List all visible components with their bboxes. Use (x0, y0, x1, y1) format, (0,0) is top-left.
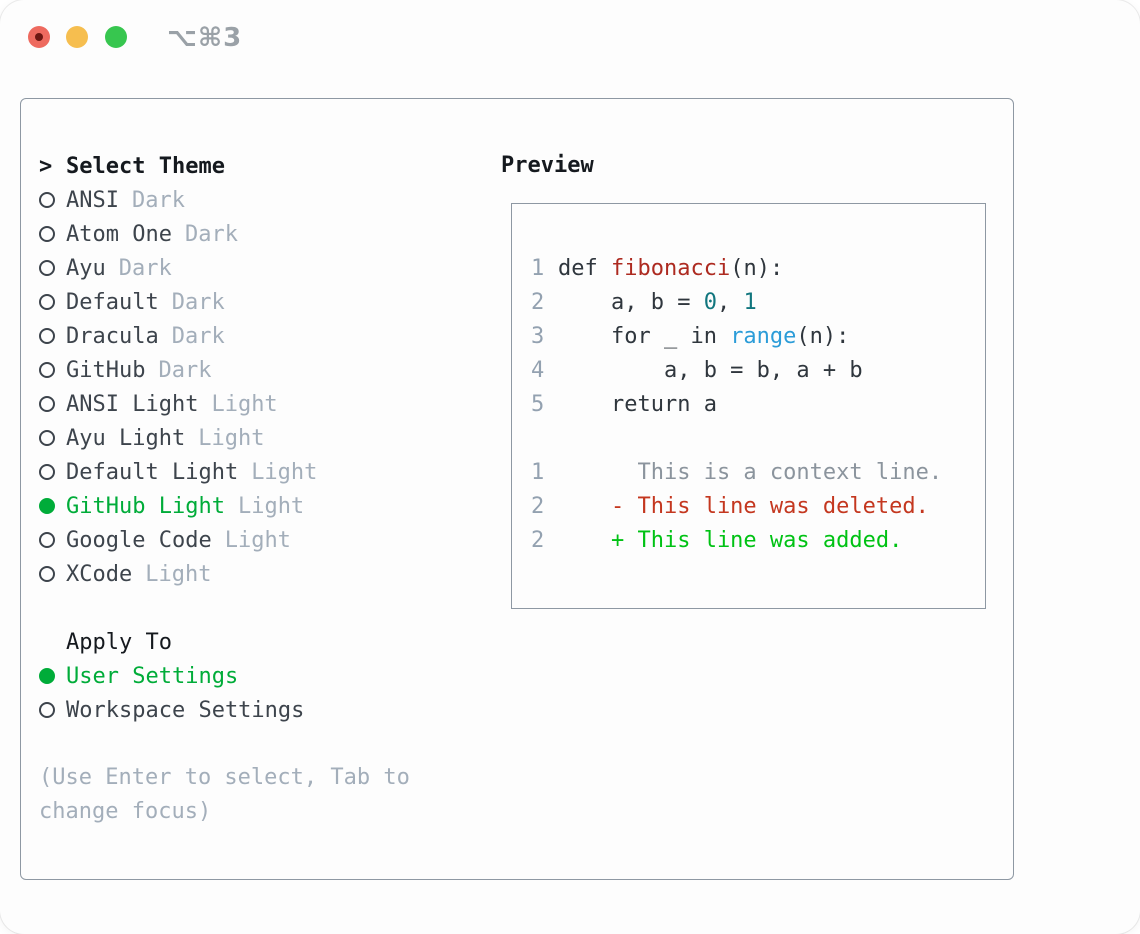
line-number: 2 (531, 290, 545, 315)
diff-added-line: 2 + This line was added. (531, 524, 985, 558)
radio-icon (39, 566, 55, 582)
line-number: 2 (531, 494, 545, 519)
theme-list-header: > Select Theme (39, 149, 479, 183)
line-number: 4 (531, 358, 545, 383)
line-number: 5 (531, 392, 545, 417)
theme-option-default-light[interactable]: Default Light Light (39, 455, 479, 489)
theme-variant-tag: Dark (171, 289, 225, 315)
theme-option-ayu-light[interactable]: Ayu Light Light (39, 421, 479, 455)
radio-icon (39, 702, 55, 718)
diff-context-line: 1 This is a context line. (531, 456, 985, 490)
radio-icon (39, 192, 55, 208)
radio-icon (39, 260, 55, 276)
zoom-button[interactable] (105, 26, 127, 48)
theme-variant-tag: Light (145, 561, 212, 587)
theme-variant-tag: Dark (184, 221, 238, 247)
radio-icon (39, 328, 55, 344)
line-number: 3 (531, 324, 545, 349)
theme-option-default-dark[interactable]: Default Dark (39, 285, 479, 319)
prompt-icon: > (39, 153, 53, 179)
theme-variant-tag: Light (251, 459, 318, 485)
theme-variant-tag: Dark (118, 255, 172, 281)
radio-selected-icon (39, 498, 55, 514)
theme-variant-tag: Dark (171, 323, 225, 349)
theme-variant-tag: Dark (131, 187, 185, 213)
radio-icon (39, 464, 55, 480)
theme-option-atom-one-dark[interactable]: Atom One Dark (39, 217, 479, 251)
apply-option-workspace-settings[interactable]: Workspace Settings (39, 693, 479, 727)
line-number: 1 (531, 256, 545, 281)
theme-option-dracula-dark[interactable]: Dracula Dark (39, 319, 479, 353)
theme-option-xcode-light[interactable]: XCode Light (39, 557, 479, 591)
line-number: 1 (531, 460, 545, 485)
apply-to-title: Apply To (66, 629, 172, 655)
theme-option-github-dark[interactable]: GitHub Dark (39, 353, 479, 387)
diff-deleted-line: 2 - This line was deleted. (531, 490, 985, 524)
theme-variant-tag: Light (211, 391, 278, 417)
minimize-button[interactable] (66, 26, 88, 48)
theme-option-ansi-light[interactable]: ANSI Light Light (39, 387, 479, 421)
line-number: 2 (531, 528, 545, 553)
theme-option-ayu-dark[interactable]: Ayu Dark (39, 251, 479, 285)
radio-icon (39, 226, 55, 242)
code-line: 5 return a (531, 388, 985, 422)
radio-icon (39, 362, 55, 378)
theme-option-github-light-selected[interactable]: GitHub Light Light (39, 489, 479, 523)
theme-variant-tag: Light (198, 425, 265, 451)
close-button[interactable] (28, 26, 50, 48)
close-icon (35, 33, 43, 41)
theme-option-ansi-dark[interactable]: ANSI Dark (39, 183, 479, 217)
radio-icon (39, 294, 55, 310)
theme-list-title: Select Theme (66, 153, 225, 179)
radio-icon (39, 430, 55, 446)
hint-text-line2: change focus) (39, 799, 212, 824)
theme-variant-tag: Dark (158, 357, 212, 383)
theme-option-google-code-light[interactable]: Google Code Light (39, 523, 479, 557)
main-panel: > Select Theme ANSI Dark Atom One Dark A… (20, 98, 1014, 880)
code-line: 2 a, b = 0, 1 (531, 286, 985, 320)
window-shortcut-label: ⌥⌘3 (167, 23, 243, 53)
preview-title: Preview (501, 153, 594, 178)
hint-text-line1: (Use Enter to select, Tab to (39, 765, 410, 790)
radio-selected-icon (39, 668, 55, 684)
code-line: 3 for _ in range(n): (531, 320, 985, 354)
theme-list: > Select Theme ANSI Dark Atom One Dark A… (39, 149, 479, 829)
theme-variant-tag: Light (224, 527, 291, 553)
code-line: 4 a, b = b, a + b (531, 354, 985, 388)
apply-to-header: Apply To (39, 625, 479, 659)
radio-icon (39, 532, 55, 548)
radio-icon (39, 396, 55, 412)
apply-option-user-settings[interactable]: User Settings (39, 659, 479, 693)
theme-variant-tag: Light (237, 493, 305, 519)
